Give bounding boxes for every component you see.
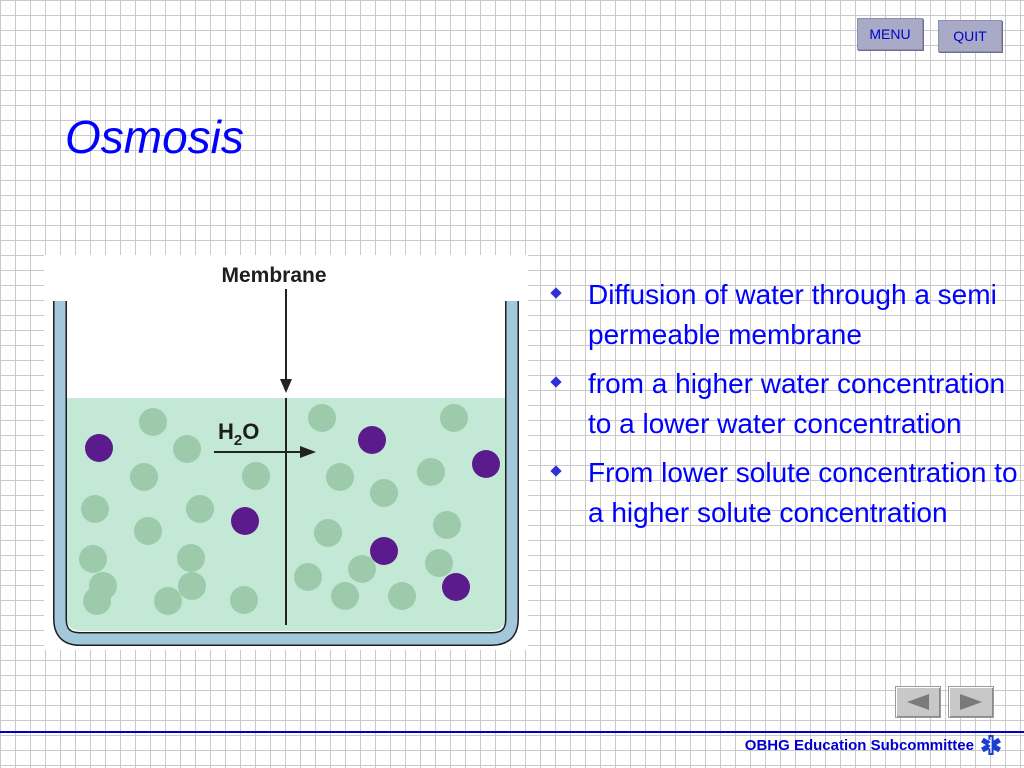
footer-organization: OBHG Education Subcommittee bbox=[744, 737, 974, 754]
water-molecule bbox=[348, 555, 376, 583]
bullet-list: Diffusion of water through a semi permea… bbox=[548, 275, 1018, 542]
star-of-life-icon bbox=[981, 735, 1001, 755]
water-molecule bbox=[308, 404, 336, 432]
diamond-bullet-icon bbox=[550, 465, 562, 477]
water-molecule bbox=[242, 462, 270, 490]
solute-molecule bbox=[472, 450, 500, 478]
menu-button[interactable]: MENU bbox=[857, 18, 923, 50]
bullet-item: From lower solute concentration to a hig… bbox=[548, 453, 1018, 533]
water-flow-arrow-head bbox=[300, 446, 316, 458]
slide-title: Osmosis bbox=[65, 111, 244, 163]
water-molecule bbox=[177, 544, 205, 572]
water-molecule bbox=[370, 479, 398, 507]
water-molecule bbox=[134, 517, 162, 545]
triangle-left-icon bbox=[907, 694, 929, 710]
water-molecule bbox=[440, 404, 468, 432]
water-label: H2O bbox=[218, 419, 259, 449]
triangle-right-icon bbox=[960, 694, 982, 710]
solute-molecule bbox=[442, 573, 470, 601]
quit-button[interactable]: QUIT bbox=[938, 20, 1002, 52]
water-molecule bbox=[154, 587, 182, 615]
osmosis-diagram: Membrane H2O bbox=[44, 255, 528, 650]
water-molecule bbox=[425, 549, 453, 577]
water-molecule bbox=[388, 582, 416, 610]
water-molecule bbox=[130, 463, 158, 491]
footer-divider bbox=[0, 731, 1024, 733]
membrane-pointer-head bbox=[280, 379, 292, 393]
water-molecule bbox=[83, 587, 111, 615]
water-molecule bbox=[314, 519, 342, 547]
water-molecule bbox=[139, 408, 167, 436]
water-molecule bbox=[186, 495, 214, 523]
previous-slide-button[interactable] bbox=[895, 686, 941, 718]
solute-molecule bbox=[231, 507, 259, 535]
membrane-label: Membrane bbox=[221, 264, 326, 287]
molecules bbox=[79, 404, 500, 615]
water-molecule bbox=[326, 463, 354, 491]
diamond-bullet-icon bbox=[550, 287, 562, 299]
water-molecule bbox=[294, 563, 322, 591]
solute-molecule bbox=[85, 434, 113, 462]
container-wall bbox=[54, 301, 518, 645]
solute-molecule bbox=[370, 537, 398, 565]
bullet-item: Diffusion of water through a semi permea… bbox=[548, 275, 1018, 355]
next-slide-button[interactable] bbox=[948, 686, 994, 718]
water-molecule bbox=[81, 495, 109, 523]
water-molecule bbox=[331, 582, 359, 610]
water-molecule bbox=[433, 511, 461, 539]
bullet-item: from a higher water concentration to a l… bbox=[548, 364, 1018, 444]
diamond-bullet-icon bbox=[550, 376, 562, 388]
water-molecule bbox=[417, 458, 445, 486]
water-molecule bbox=[230, 586, 258, 614]
solute-molecule bbox=[358, 426, 386, 454]
water-molecule bbox=[178, 572, 206, 600]
water-molecule bbox=[79, 545, 107, 573]
water-molecule bbox=[173, 435, 201, 463]
